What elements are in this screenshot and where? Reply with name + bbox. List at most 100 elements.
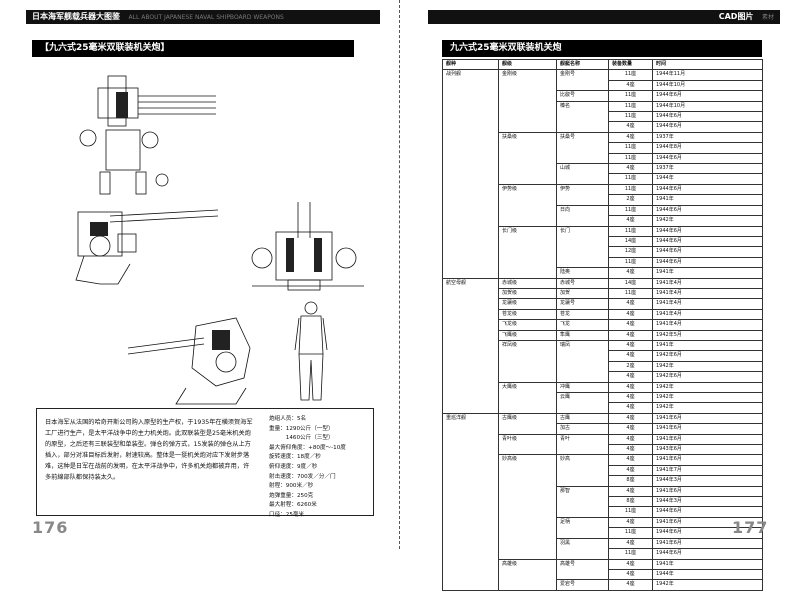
date-cell: 1942年 bbox=[652, 381, 763, 394]
table-header-cell: 舰种 bbox=[442, 58, 499, 71]
description-box: 日本海军从法国的哈奇开斯公司购入原型的生产权，于1935年在横须賀海军工厂进行生… bbox=[36, 408, 374, 518]
right-section-title: 九六式25毫米双联装机关炮 bbox=[442, 40, 762, 57]
date-cell: 1944年6月 bbox=[652, 235, 763, 248]
mount-count-cell: 4座 bbox=[608, 267, 653, 279]
table-header-cell: 时间 bbox=[652, 58, 763, 71]
date-cell: 1944年6月 bbox=[652, 152, 763, 165]
mount-count-cell: 4座 bbox=[608, 350, 653, 362]
description-text: 日本海军从法国的哈奇开斯公司购入原型的生产权，于1935年在横须賀海军工厂进行生… bbox=[45, 419, 253, 481]
date-cell: 1941年6月 bbox=[652, 423, 763, 435]
date-cell: 1942年6月 bbox=[652, 350, 763, 362]
mount-count-cell: 2座 bbox=[608, 194, 653, 206]
mount-count-cell: 2座 bbox=[608, 360, 653, 373]
spec-item: 口径：25毫米 bbox=[269, 511, 305, 518]
date-cell: 1944年6月 bbox=[652, 256, 763, 269]
ship-class-cell: 苍龙级 bbox=[498, 308, 557, 321]
ship-name-cell: 比叡号 bbox=[556, 90, 609, 102]
date-cell: 1942年5月 bbox=[652, 329, 763, 341]
date-cell: 1944年8月 bbox=[652, 142, 763, 154]
mount-count-cell: 11座 bbox=[608, 548, 653, 560]
ship-class-cell: 长门级 bbox=[498, 225, 557, 279]
ship-class-cell: 妙高级 bbox=[498, 454, 557, 560]
ship-name-cell: 山城 bbox=[556, 163, 609, 185]
ship-name-cell: 金刚号 bbox=[556, 69, 609, 92]
ship-name-cell: 冲鹰 bbox=[556, 381, 609, 394]
ship-class-cell: 青叶级 bbox=[498, 433, 557, 456]
spec-item: 俯仰速度：9度／秒 bbox=[269, 463, 318, 470]
table-header-cell: 装备数量 bbox=[608, 58, 653, 71]
mount-count-cell: 4座 bbox=[608, 298, 653, 310]
table-header-cell: 舰艇名称 bbox=[556, 58, 609, 71]
table-header-row: 舰种 舰级 舰艇名称 装备数量 时间 bbox=[442, 58, 763, 71]
ship-class-cell: 伊势级 bbox=[498, 183, 557, 227]
ship-name-cell: 妙高 bbox=[556, 454, 609, 487]
date-cell: 1937年 bbox=[652, 163, 763, 175]
date-cell: 1941年6月 bbox=[652, 412, 763, 425]
mount-count-cell: 11座 bbox=[608, 111, 653, 123]
mount-count-cell: 4座 bbox=[608, 131, 653, 144]
date-cell: 1941年 bbox=[652, 194, 763, 206]
date-cell: 1941年6月 bbox=[652, 537, 763, 550]
ship-name-cell: 青叶 bbox=[556, 433, 609, 456]
ship-name-cell: 日向 bbox=[556, 204, 609, 227]
mount-count-cell: 4座 bbox=[608, 391, 653, 404]
spec-item: 重量：1290公斤（一型） bbox=[269, 425, 334, 432]
spec-item: 最大俯仰角度：+80度～-10度 bbox=[269, 444, 346, 451]
date-cell: 1944年10月 bbox=[652, 100, 763, 113]
ship-name-cell: 赤城号 bbox=[556, 277, 609, 289]
ship-class-cell: 大鹰级 bbox=[498, 381, 557, 414]
mount-count-cell: 8座 bbox=[608, 475, 653, 487]
mount-count-cell: 4座 bbox=[608, 516, 653, 529]
ship-name-cell: 陆奥 bbox=[556, 267, 609, 279]
ship-type-cell: 战列舰 bbox=[442, 69, 499, 279]
mount-count-cell: 11座 bbox=[608, 173, 653, 185]
ship-name-cell: 长门 bbox=[556, 225, 609, 269]
mount-count-cell: 11座 bbox=[608, 256, 653, 269]
date-cell: 1941年6月 bbox=[652, 433, 763, 446]
mount-count-cell: 4座 bbox=[608, 464, 653, 477]
date-cell: 1944年3月 bbox=[652, 496, 763, 508]
mount-count-cell: 4座 bbox=[608, 163, 653, 175]
ship-name-cell: 飞龙 bbox=[556, 319, 609, 331]
mount-count-cell: 4座 bbox=[608, 423, 653, 435]
human-scale-figure bbox=[294, 301, 328, 401]
ship-name-cell: 加古 bbox=[556, 423, 609, 435]
spec-item: 射程：900米／秒 bbox=[269, 483, 314, 490]
ship-name-cell: 榛名 bbox=[556, 100, 609, 133]
ship-name-cell: 苍龙 bbox=[556, 308, 609, 321]
mount-count-cell: 8座 bbox=[608, 496, 653, 508]
date-cell: 1941年4月 bbox=[652, 277, 763, 289]
right-page: CAD图片 素材 九六式25毫米双联装机关炮 舰种 舰级 舰艇名称 装备数量 时… bbox=[428, 10, 788, 591]
ship-name-cell: 隼鹰 bbox=[556, 329, 609, 341]
ship-class-cell: 龙骧级 bbox=[498, 298, 557, 310]
mount-count-cell: 11座 bbox=[608, 506, 653, 518]
date-cell: 1942年 bbox=[652, 391, 763, 404]
date-cell: 1944年6月 bbox=[652, 90, 763, 102]
left-header-subtitle: ALL ABOUT JAPANESE NAVAL SHIPBOARD WEAPO… bbox=[128, 14, 284, 21]
mount-count-cell: 12座 bbox=[608, 246, 653, 258]
mount-count-cell: 4座 bbox=[608, 402, 653, 414]
mount-count-cell: 4座 bbox=[608, 339, 653, 352]
right-header-bar: CAD图片 素材 bbox=[428, 10, 780, 24]
ship-name-cell: 高雄号 bbox=[556, 558, 609, 581]
date-cell: 1941年6月 bbox=[652, 454, 763, 466]
mount-count-cell: 4座 bbox=[608, 215, 653, 227]
spec-item: 炮组人员：5名 bbox=[269, 416, 307, 422]
date-cell: 1937年 bbox=[652, 131, 763, 144]
ship-name-cell: 足柄 bbox=[556, 516, 609, 539]
mount-count-cell: 11座 bbox=[608, 152, 653, 165]
mount-count-cell: 4座 bbox=[608, 381, 653, 394]
ship-class-cell: 祥凤级 bbox=[498, 339, 557, 383]
date-cell: 1943年6月 bbox=[652, 444, 763, 456]
date-cell: 1941年4月 bbox=[652, 308, 763, 321]
